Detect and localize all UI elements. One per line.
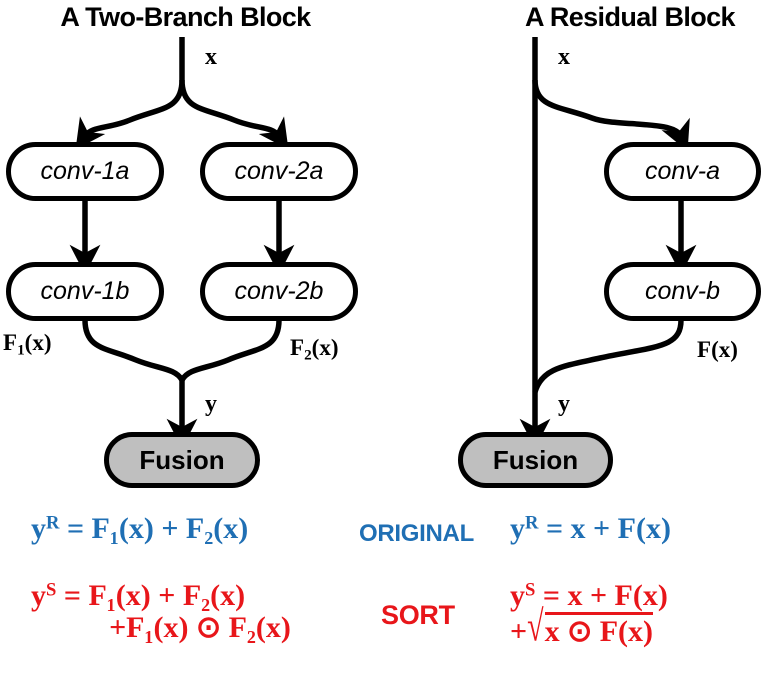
eq-left-original-lhs: y [31,512,46,545]
eq-right-sort-plus: + [510,615,528,649]
label-F1-sub: 1 [17,341,25,359]
eq-left-sort-line1: yS = F₁(x) + F₂(x) [31,579,351,612]
equation-left-sort: yS = F₁(x) + F₂(x) +F₁(x) ⊙ F₂(x) [31,579,351,645]
eq-right-sort-line1: yS = x + F(x) [510,579,760,612]
label-F-base: F [697,337,712,362]
label-F2-of-x: F2(x) [290,335,338,364]
edge-right-split-to-conva [532,79,690,152]
label-F-arg: (x) [711,337,738,362]
label-F1-of-x: F1(x) [3,330,51,359]
eq-right-sort-sup: S [525,579,536,601]
label-F-of-x: F(x) [697,337,738,363]
tag-original: ORIGINAL [359,520,474,547]
label-F1-base: F [3,330,18,355]
node-conv-2b[interactable]: conv-2b [200,262,358,321]
label-F2-base: F [290,335,305,360]
edge-conv1b-merge [82,319,185,382]
left-panel-title: A Two-Branch Block [60,2,311,32]
equation-left-original: yR = F₁(x) + F₂(x) [31,512,249,545]
node-fusion-right[interactable]: Fusion [458,432,613,488]
edge-left-split-to-conv2a [179,79,289,150]
node-conv-b[interactable]: conv-b [604,262,761,321]
eq-right-original-sup: R [525,512,539,534]
edge-left-split-to-conv1a [75,79,185,150]
right-panel-title: A Residual Block [525,2,736,32]
eq-right-original-rhs: = x + F(x) [545,512,671,545]
eq-left-sort-line2: +F₁(x) ⊙ F₂(x) [109,611,291,645]
node-fusion-left[interactable]: Fusion [104,432,260,488]
label-F2-arg: (x) [311,335,339,360]
label-left-input-x: x [205,44,217,70]
sqrt-icon: √x ⊙ F(x) [527,603,654,651]
eq-left-sort-lhs: y [31,579,46,612]
edge-convb-merge [532,319,684,393]
radical-glyph: √ [527,603,544,652]
node-conv-a[interactable]: conv-a [604,142,761,201]
label-right-output-y: y [558,391,570,417]
eq-right-sort-rhs: = x + F(x) [542,579,668,612]
eq-right-sort-radicand: x ⊙ F(x) [544,612,654,648]
eq-right-sort-lhs: y [510,579,525,612]
equation-right-original: yR = x + F(x) [510,512,671,545]
eq-left-sort-rhs: = F₁(x) + F₂(x) [63,579,246,612]
label-left-output-y: y [205,391,217,417]
eq-right-original-lhs: y [510,512,525,545]
eq-left-sort-sup: S [46,579,57,601]
eq-left-original-rhs: = F₁(x) + F₂(x) [66,512,249,545]
edge-conv2b-merge [179,319,282,382]
label-F2-sub: 2 [304,346,312,364]
node-conv-2a[interactable]: conv-2a [200,142,358,201]
node-conv-1b[interactable]: conv-1b [6,262,164,321]
eq-left-original-sup: R [46,512,60,534]
label-F1-arg: (x) [24,330,52,355]
node-conv-1a[interactable]: conv-1a [6,142,164,201]
label-right-input-x: x [558,44,570,70]
tag-sort: SORT [381,600,455,630]
equation-right-sort: yS = x + F(x) +√x ⊙ F(x) [510,579,760,651]
eq-right-sort-line2: +√x ⊙ F(x) [510,603,760,651]
